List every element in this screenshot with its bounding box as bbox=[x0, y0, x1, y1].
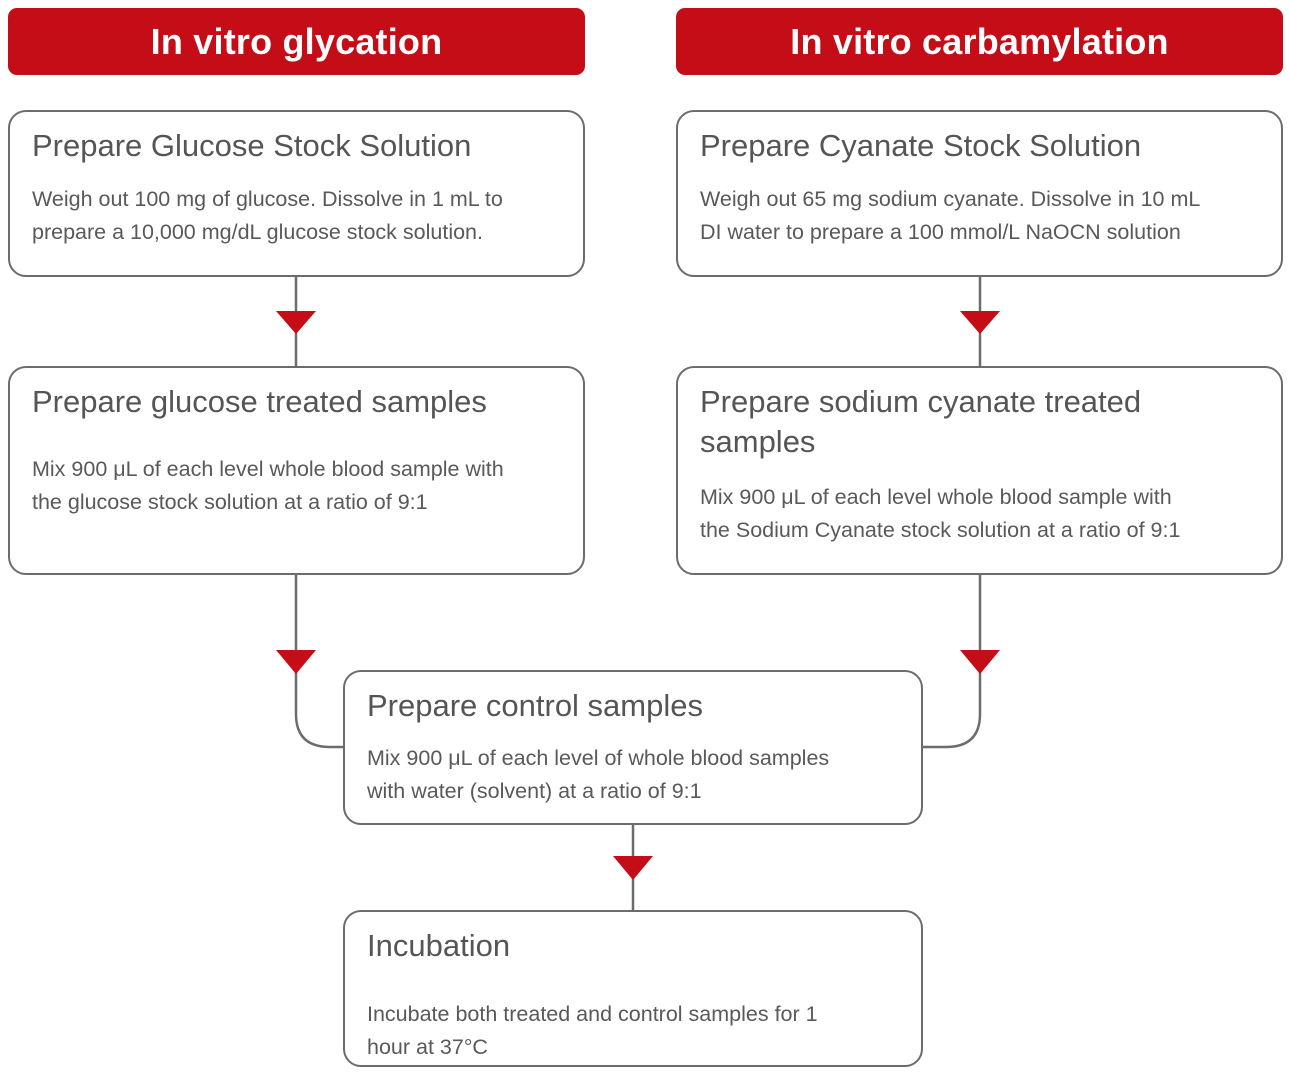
step-body: Weigh out 100 mg of glucose. Dissolve in… bbox=[32, 187, 503, 244]
step-box-control-samples: Prepare control samples Mix 900 μL of ea… bbox=[343, 670, 923, 825]
connector-line bbox=[294, 575, 343, 749]
step-title: Prepare Cyanate Stock Solution bbox=[700, 128, 1142, 163]
arrow-down-icon bbox=[960, 650, 1000, 674]
step-title: Incubation bbox=[367, 928, 511, 963]
arrow-down-icon bbox=[960, 311, 1000, 334]
step-box-cyanate-stock: Prepare Cyanate Stock Solution Weigh out… bbox=[676, 110, 1283, 277]
header-glycation: In vitro glycation bbox=[8, 8, 585, 75]
step-title: Prepare sodium cyanate treated samples bbox=[700, 384, 1142, 459]
connector-line bbox=[923, 575, 982, 749]
step-box-glucose-stock: Prepare Glucose Stock Solution Weigh out… bbox=[8, 110, 585, 277]
step-body: Mix 900 μL of each level whole blood sam… bbox=[32, 457, 504, 514]
step-title: Prepare control samples bbox=[367, 688, 703, 723]
header-carbamylation-label: In vitro carbamylation bbox=[790, 20, 1169, 62]
header-carbamylation: In vitro carbamylation bbox=[676, 8, 1283, 75]
step-box-glucose-treated: Prepare glucose treated samples Mix 900 … bbox=[8, 366, 585, 575]
step-body: Mix 900 μL of each level of whole blood … bbox=[367, 746, 830, 803]
step-box-cyanate-treated: Prepare sodium cyanate treated samples M… bbox=[676, 366, 1283, 575]
step-title: Prepare Glucose Stock Solution bbox=[32, 128, 472, 163]
step-box-incubation: Incubation Incubate both treated and con… bbox=[343, 910, 923, 1067]
step-title: Prepare glucose treated samples bbox=[32, 384, 487, 419]
step-body: Mix 900 μL of each level whole blood sam… bbox=[700, 485, 1181, 542]
step-body: Incubate both treated and control sample… bbox=[367, 1002, 818, 1059]
arrow-down-icon bbox=[613, 856, 653, 880]
arrow-down-icon bbox=[276, 311, 316, 334]
arrow-down-icon bbox=[276, 650, 316, 674]
step-body: Weigh out 65 mg sodium cyanate. Dissolve… bbox=[700, 187, 1200, 244]
header-glycation-label: In vitro glycation bbox=[150, 20, 443, 62]
